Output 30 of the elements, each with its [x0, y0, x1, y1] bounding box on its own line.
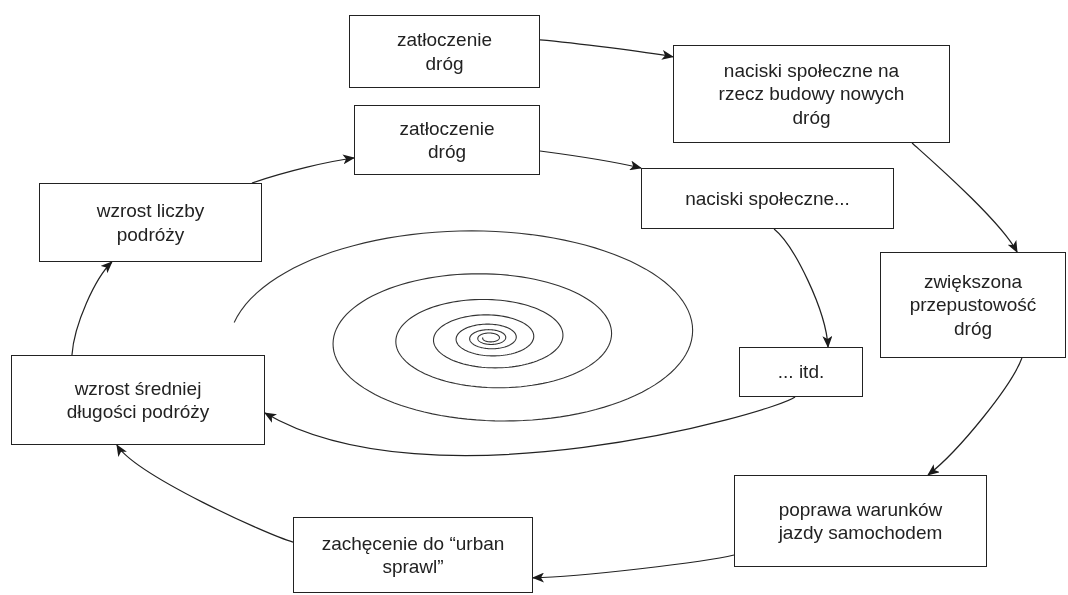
arrow [251, 154, 355, 184]
arrow [773, 228, 832, 348]
arrow [532, 554, 735, 583]
process-box [739, 347, 863, 397]
box-label: ... itd. [777, 360, 825, 384]
arrow [116, 444, 294, 543]
box-label: naciski społeczne na rzecz budowy nowych dróg [717, 59, 906, 129]
process-box [293, 517, 533, 593]
box-label: wzrost liczby podróży [95, 199, 206, 246]
process-box [641, 168, 894, 229]
arrow [539, 150, 642, 171]
box-label: wzrost średniej długości podróży [65, 376, 211, 424]
process-box [11, 355, 265, 445]
process-box [673, 45, 950, 143]
box-label: zatłoczenie dróg [398, 116, 496, 164]
box-label: zwiększona przepustowość dróg [908, 270, 1038, 340]
arrow [927, 357, 1023, 476]
arrow [71, 261, 113, 356]
process-box [734, 475, 987, 567]
process-box [349, 15, 540, 88]
arrow [539, 39, 674, 60]
arrow [264, 396, 796, 457]
process-box [354, 105, 540, 175]
box-label: zatłoczenie dróg [395, 28, 494, 75]
box-label: zachęcenie do “urban sprawl” [320, 531, 506, 579]
box-label: poprawa warunków jazdy samochodem [777, 497, 944, 545]
arrow [911, 142, 1018, 253]
box-label: naciski społeczne... [685, 186, 850, 211]
process-box [39, 183, 262, 262]
process-box [880, 252, 1066, 358]
